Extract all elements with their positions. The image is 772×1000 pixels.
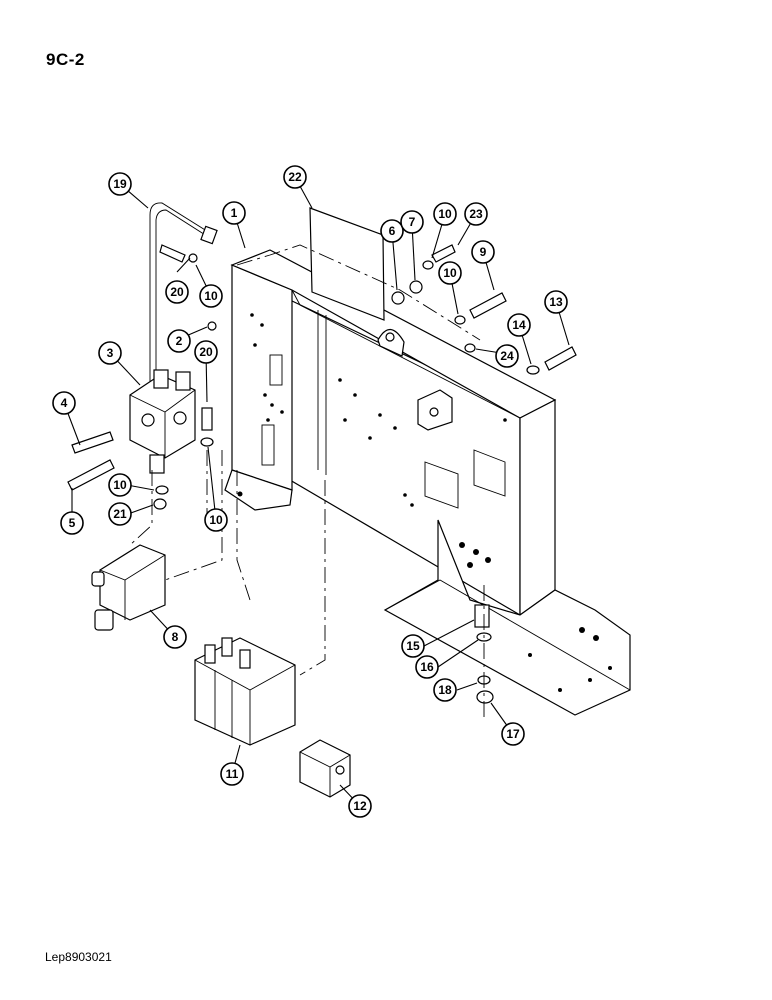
- svg-text:9: 9: [480, 245, 487, 259]
- svg-text:18: 18: [438, 683, 452, 697]
- callout-10-d: 10: [108, 473, 132, 497]
- callout-2: 2: [167, 329, 191, 353]
- callout-10-e: 10: [204, 508, 228, 532]
- svg-text:13: 13: [549, 295, 563, 309]
- bent-pipe: [149, 202, 218, 385]
- svg-text:15: 15: [406, 639, 420, 653]
- svg-text:21: 21: [113, 507, 127, 521]
- svg-text:19: 19: [113, 177, 127, 191]
- svg-text:20: 20: [170, 285, 184, 299]
- callout-22: 22: [283, 165, 307, 189]
- callout-14: 14: [507, 313, 531, 337]
- callout-10-c: 10: [438, 261, 462, 285]
- svg-text:11: 11: [226, 767, 239, 781]
- callout-5: 5: [60, 511, 84, 535]
- callout-1: 1: [222, 201, 246, 225]
- svg-text:2: 2: [176, 334, 183, 348]
- callout-18: 18: [433, 678, 457, 702]
- callout-10-a: 10: [433, 202, 457, 226]
- callout-13: 13: [544, 290, 568, 314]
- callout-23: 23: [464, 202, 488, 226]
- valve: [129, 369, 196, 474]
- svg-text:10: 10: [443, 266, 457, 280]
- callout-21: 21: [108, 502, 132, 526]
- callout-10-b: 10: [199, 284, 223, 308]
- callout-24: 24: [495, 344, 519, 368]
- page-label: 9C-2: [46, 50, 85, 69]
- callout-9: 9: [471, 240, 495, 264]
- svg-text:8: 8: [172, 630, 179, 644]
- control-valve-stack: [194, 637, 296, 746]
- callout-20-b: 20: [194, 340, 218, 364]
- svg-text:4: 4: [61, 396, 68, 410]
- svg-text:10: 10: [438, 207, 452, 221]
- svg-text:6: 6: [389, 224, 396, 238]
- callout-11: 11: [220, 762, 244, 786]
- svg-text:16: 16: [420, 660, 434, 674]
- svg-text:14: 14: [512, 318, 526, 332]
- svg-text:22: 22: [288, 170, 302, 184]
- callout-17: 17: [501, 722, 525, 746]
- svg-text:10: 10: [204, 289, 218, 303]
- svg-text:24: 24: [500, 349, 514, 363]
- callout-6: 6: [380, 219, 404, 243]
- svg-text:5: 5: [69, 516, 76, 530]
- svg-text:3: 3: [107, 346, 114, 360]
- callouts: 1 2 3 4 5 6 7 8 9 10 10 10 10 10 11 12 1…: [52, 165, 568, 818]
- square-block: [299, 739, 351, 798]
- svg-text:17: 17: [506, 727, 520, 741]
- callout-7: 7: [400, 210, 424, 234]
- callout-12: 12: [348, 794, 372, 818]
- callout-4: 4: [52, 391, 76, 415]
- svg-text:20: 20: [199, 345, 213, 359]
- svg-text:7: 7: [409, 215, 416, 229]
- lower-bracket: [383, 519, 631, 716]
- document-code: Lep8903021: [45, 950, 112, 964]
- svg-text:12: 12: [353, 799, 367, 813]
- callout-19: 19: [108, 172, 132, 196]
- callout-15: 15: [401, 634, 425, 658]
- callout-8: 8: [163, 625, 187, 649]
- fasteners: [67, 244, 577, 704]
- valve-block: [91, 544, 166, 631]
- svg-text:1: 1: [231, 206, 238, 220]
- callout-20-a: 20: [165, 280, 189, 304]
- alignment-lines: [129, 244, 485, 720]
- callout-leaders: [63, 176, 570, 807]
- svg-text:10: 10: [113, 478, 127, 492]
- svg-text:23: 23: [469, 207, 483, 221]
- mounting-plate: [309, 207, 385, 321]
- callout-16: 16: [415, 655, 439, 679]
- svg-text:10: 10: [209, 513, 223, 527]
- main-frame: [224, 249, 557, 617]
- callout-3: 3: [98, 341, 122, 365]
